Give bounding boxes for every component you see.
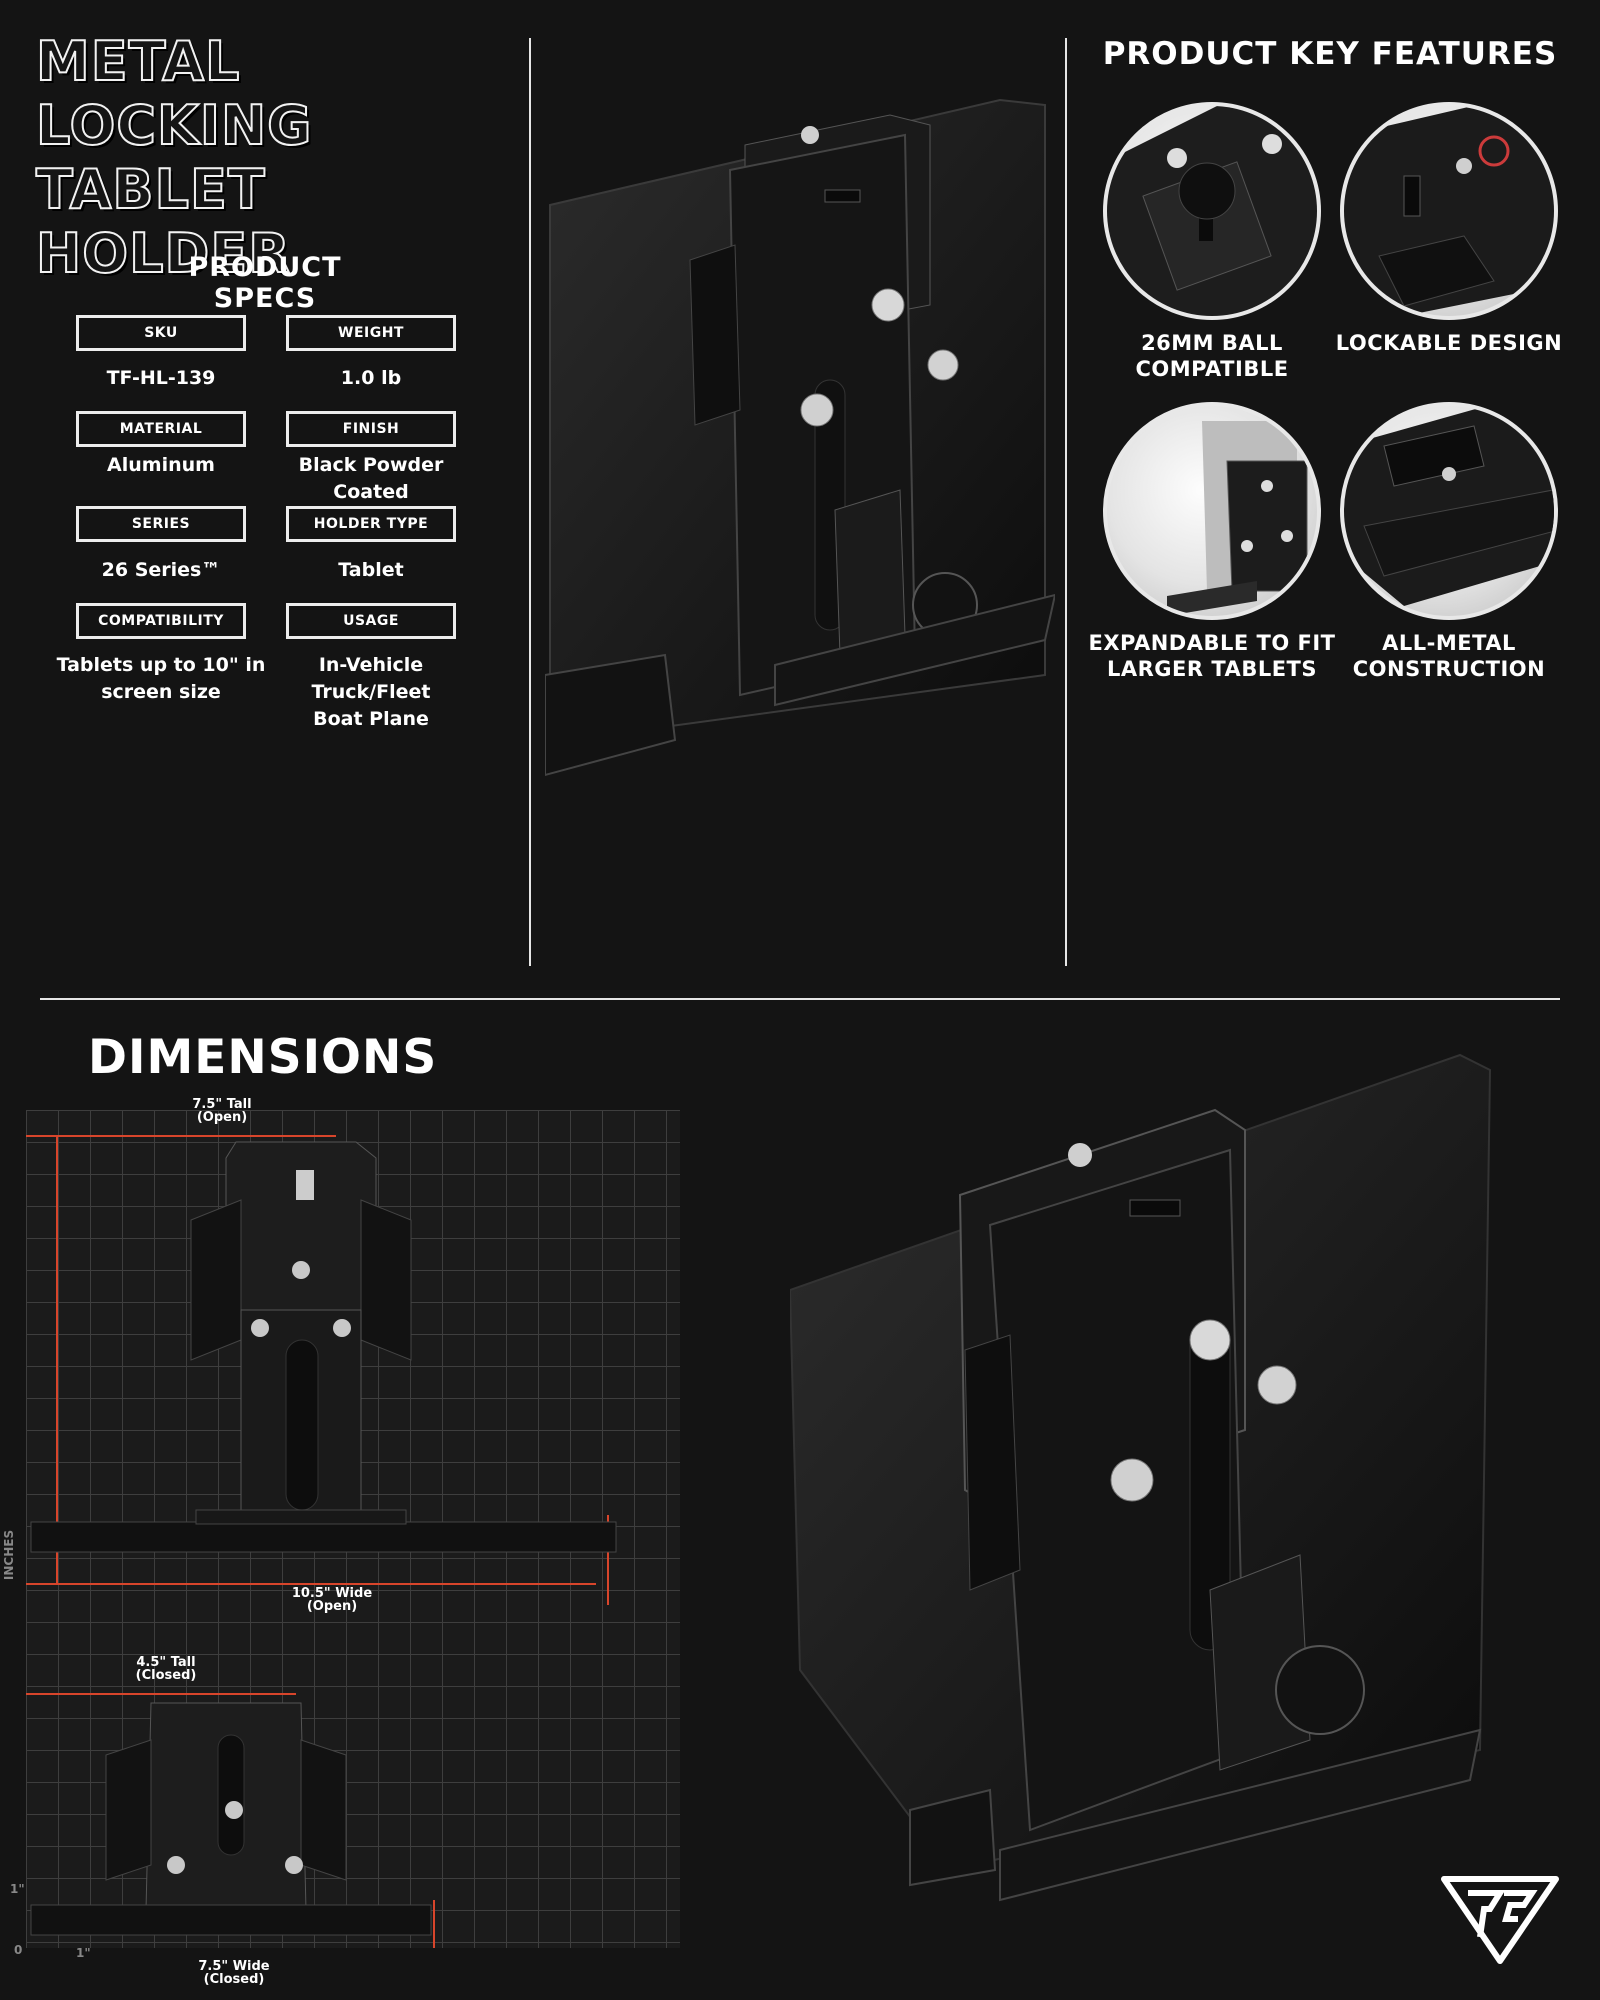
axis-tick-one: 1" xyxy=(10,1882,25,1896)
feature-label-ball: 26MM BALL COMPATIBLE xyxy=(1135,331,1289,381)
spec-value-finish: Black Powder Coated xyxy=(298,454,444,503)
closed-tall-note: (Closed) xyxy=(135,1668,197,1683)
brand-logo-icon xyxy=(1441,1876,1559,1964)
ball-mount-icon xyxy=(1107,106,1317,316)
feature-image-ball xyxy=(1103,102,1321,320)
spec-label-usage: USAGE xyxy=(286,603,456,639)
page-title-line-1: METAL LOCKING xyxy=(35,29,313,158)
closed-wide-end xyxy=(433,1900,435,1948)
spec-label-holder-type: HOLDER TYPE xyxy=(286,506,456,542)
open-tall-vertical xyxy=(56,1135,58,1585)
feature-image-metal xyxy=(1340,402,1558,620)
page-title-line-2: TABLET HOLDER xyxy=(35,157,291,286)
open-tall-value: 7.5" Tall xyxy=(192,1097,252,1112)
spec-value-sku: TF-HL-139 xyxy=(106,367,216,389)
closed-wide-label: 7.5" Wide (Closed) xyxy=(192,1960,276,1986)
spec-value-series: 26 Series™ xyxy=(101,559,221,581)
closed-tall-line xyxy=(26,1693,296,1695)
product-image-front xyxy=(545,98,1055,777)
open-wide-label: 10.5" Wide (Open) xyxy=(290,1587,374,1613)
feature-label-lock: LOCKABLE DESIGN xyxy=(1335,331,1563,355)
spec-label-weight: WEIGHT xyxy=(286,315,456,351)
features-heading: PRODUCT KEY FEATURES xyxy=(1102,36,1558,72)
axis-tick-one-x: 1" xyxy=(76,1946,91,1960)
divider-right xyxy=(1065,38,1067,966)
page-title: METAL LOCKING TABLET HOLDER xyxy=(35,29,526,286)
metal-construction-icon xyxy=(1344,406,1554,606)
open-tall-note: (Open) xyxy=(196,1110,248,1125)
open-tall-label: 7.5" Tall (Open) xyxy=(180,1098,264,1124)
divider-horizontal xyxy=(40,998,1560,1000)
feature-label-metal: ALL-METAL CONSTRUCTION xyxy=(1352,631,1546,681)
expand-icon xyxy=(1167,421,1308,616)
closed-wide-value: 7.5" Wide xyxy=(198,1959,270,1974)
specs-heading: PRODUCT SPECS xyxy=(188,252,342,314)
spec-label-sku: SKU xyxy=(76,315,246,351)
closed-tall-value: 4.5" Tall xyxy=(136,1655,196,1670)
feature-label-expandable: EXPANDABLE TO FIT LARGER TABLETS xyxy=(1088,631,1336,681)
open-wide-note: (Open) xyxy=(306,1599,358,1614)
spec-label-series: SERIES xyxy=(76,506,246,542)
axis-tick-zero: 0 xyxy=(14,1943,23,1957)
spec-label-finish: FINISH xyxy=(286,411,456,447)
divider-left xyxy=(529,38,531,966)
axis-unit-label: INCHES xyxy=(2,1529,17,1581)
holder-closed-diagram xyxy=(30,1702,432,1936)
open-wide-end xyxy=(607,1515,609,1605)
open-wide-line xyxy=(26,1583,596,1585)
lock-icon xyxy=(1344,106,1554,316)
open-wide-value: 10.5" Wide xyxy=(291,1586,373,1601)
closed-wide-note: (Closed) xyxy=(203,1972,265,1987)
dimensions-heading: DIMENSIONS xyxy=(88,1030,438,1085)
closed-tall-label: 4.5" Tall (Closed) xyxy=(126,1656,206,1682)
feature-image-lock xyxy=(1340,102,1558,320)
spec-label-material: MATERIAL xyxy=(76,411,246,447)
spec-value-holder-type: Tablet xyxy=(338,559,404,581)
spec-value-weight: 1.0 lb xyxy=(340,367,402,389)
feature-image-expandable xyxy=(1103,402,1321,620)
product-image-angled xyxy=(790,1053,1492,1902)
spec-value-material: Aluminum xyxy=(107,454,215,476)
spec-label-compatibility: COMPATIBILITY xyxy=(76,603,246,639)
spec-value-compatibility: Tablets up to 10" in screen size xyxy=(56,654,266,703)
open-tall-line xyxy=(26,1135,336,1137)
spec-value-usage: In-Vehicle Truck/Fleet Boat Plane xyxy=(311,654,431,730)
holder-open-diagram xyxy=(30,1141,617,1553)
